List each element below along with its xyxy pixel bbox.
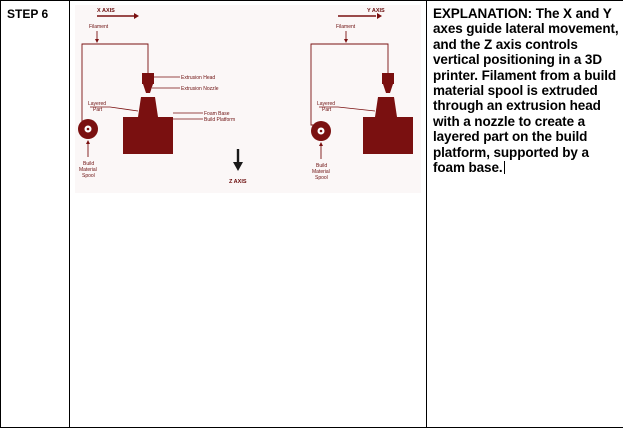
left-spool-pointer-head [86, 140, 90, 144]
right-extrusion-nozzle [383, 84, 393, 93]
build-platform-label: Build Platform [204, 117, 235, 123]
left-spool-center [86, 127, 90, 131]
right-layered-part-pointer [319, 106, 376, 112]
diagram-background [75, 5, 421, 193]
explanation-cell: EXPLANATION: The X and Y axes guide late… [426, 0, 623, 428]
right-spool-center [319, 129, 323, 133]
z-axis-label: Z AXIS [229, 179, 247, 185]
foam-base-label: Foam Base [204, 111, 230, 117]
x-axis-label: X AXIS [97, 8, 115, 14]
printer-diagram: X AXIS Filament Extrusion Head [70, 1, 426, 201]
explanation-body: EXPLANATION: The X and Y axes guide late… [433, 6, 619, 176]
left-build-platform [123, 117, 173, 154]
explanation-text[interactable]: EXPLANATION: The X and Y axes guide late… [427, 1, 623, 175]
right-layered-part [375, 97, 397, 117]
y-axis-arrow-head [377, 13, 382, 19]
right-extrusion-head [382, 73, 394, 84]
extrusion-nozzle-label: Extrusion Nozzle [181, 86, 219, 92]
left-printer: X AXIS Filament Extrusion Head [78, 8, 235, 179]
printer-diagram-svg: X AXIS Filament Extrusion Head [75, 5, 421, 193]
right-build-platform [363, 117, 413, 154]
x-axis-arrow-head [134, 13, 139, 19]
text-cursor [503, 161, 505, 175]
z-axis-group: Z AXIS [229, 149, 247, 185]
extrusion-head-label: Extrusion Head [181, 75, 215, 81]
right-spool-pointer-head [319, 142, 323, 146]
right-filament-label: Filament [336, 24, 356, 30]
left-layered-part-pointer [90, 106, 139, 112]
left-extrusion-head [142, 73, 154, 84]
left-filament-label: Filament [89, 24, 109, 30]
left-layered-part [138, 97, 158, 117]
left-extrusion-nozzle [143, 84, 153, 93]
z-axis-arrow-head [233, 162, 243, 171]
left-filament-pointer-head [95, 39, 99, 43]
step-label: STEP 6 [7, 7, 49, 21]
step-cell: STEP 6 [0, 0, 70, 428]
figure-cell: X AXIS Filament Extrusion Head [69, 0, 427, 428]
right-filament-pointer-head [344, 39, 348, 43]
y-axis-label: Y AXIS [367, 8, 385, 14]
